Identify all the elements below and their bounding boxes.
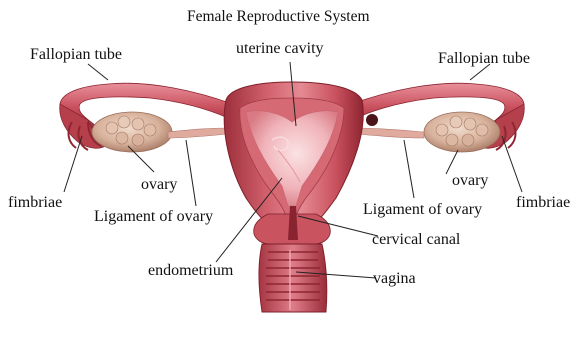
label-endometrium: endometrium <box>148 262 233 280</box>
ovary-right <box>424 112 500 152</box>
label-ligament-of-ovary-right: Ligament of ovary <box>363 201 482 219</box>
label-vagina: vagina <box>373 270 416 288</box>
label-cervical-canal: cervical canal <box>372 231 460 249</box>
label-fallopian-tube-right: Fallopian tube <box>438 50 530 68</box>
label-fallopian-tube-left: Fallopian tube <box>30 46 122 64</box>
label-ovary-right: ovary <box>452 172 488 190</box>
ovary-left <box>92 112 172 152</box>
label-uterine-cavity: uterine cavity <box>236 40 324 58</box>
label-fimbriae-right: fimbriae <box>516 194 570 212</box>
leader-ovary-right <box>446 150 458 174</box>
leader-fallopian-tube-left <box>88 64 108 80</box>
ligament-of-ovary-right <box>356 128 424 138</box>
vagina-shape <box>259 244 327 312</box>
label-ligament-of-ovary-left: Ligament of ovary <box>94 208 213 226</box>
leader-ligament-left <box>186 140 196 206</box>
leader-ligament-right <box>404 140 414 198</box>
ligament-of-ovary-left <box>168 128 228 138</box>
label-fimbriae-left: fimbriae <box>8 194 62 212</box>
diagram-title: Female Reproductive System <box>187 8 370 26</box>
label-ovary-left: ovary <box>141 176 177 194</box>
